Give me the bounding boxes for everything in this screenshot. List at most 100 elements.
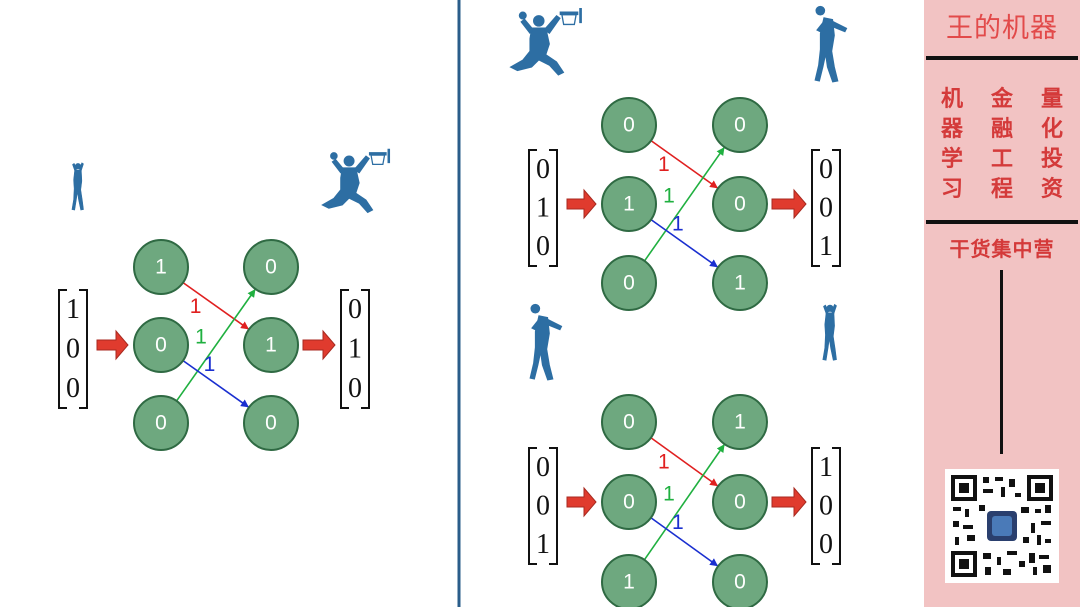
input-node: 0 xyxy=(133,395,189,451)
vector-entry: 0 xyxy=(819,193,833,224)
node-circle xyxy=(133,317,189,373)
node-circle xyxy=(601,176,657,232)
node-label: 1 xyxy=(623,571,635,594)
vector-entry: 1 xyxy=(819,452,833,483)
tag-char: 量 xyxy=(1040,86,1063,112)
tag-char: 机 xyxy=(940,86,963,112)
vector-entry: 0 xyxy=(66,334,80,365)
node-label: 0 xyxy=(734,193,746,216)
sidebar-vertical-line xyxy=(1000,270,1003,454)
node-label: 0 xyxy=(265,256,277,279)
weight-label-red: 1 xyxy=(190,295,202,318)
node-label: 1 xyxy=(623,193,635,216)
weight-edge-blue xyxy=(182,359,249,408)
bracket-right xyxy=(549,149,558,267)
weight-label-red: 1 xyxy=(658,450,670,473)
node-circle xyxy=(601,394,657,450)
node-circle xyxy=(243,317,299,373)
input-node: 0 xyxy=(601,394,657,450)
node-circle xyxy=(243,395,299,451)
bracket-left xyxy=(528,447,537,565)
node-label: 0 xyxy=(734,114,746,137)
vector-entry: 0 xyxy=(819,529,833,560)
output-node: 0 xyxy=(712,554,768,607)
vector-entry: 0 xyxy=(348,373,362,404)
node-label: 0 xyxy=(155,412,167,435)
output-node: 0 xyxy=(712,97,768,153)
output-node: 0 xyxy=(712,474,768,530)
input-node: 0 xyxy=(601,97,657,153)
output-vector: 1 0 0 xyxy=(811,447,841,565)
node-circle xyxy=(243,239,299,295)
node-circle xyxy=(712,394,768,450)
vector-entry: 0 xyxy=(819,491,833,522)
weight-label-red: 1 xyxy=(658,153,670,176)
node-circle xyxy=(133,239,189,295)
weight-label-green: 1 xyxy=(663,185,675,208)
bracket-right xyxy=(549,447,558,565)
output-node: 0 xyxy=(243,239,299,295)
weight-edge-red xyxy=(650,140,719,189)
vector-entry: 0 xyxy=(536,452,550,483)
bracket-right xyxy=(79,289,88,409)
input-vector: 010 xyxy=(528,149,558,267)
input-node: 1 xyxy=(133,239,189,295)
tag-char: 学 xyxy=(940,146,963,172)
player-dunking-icon xyxy=(509,8,583,76)
node-circle xyxy=(712,474,768,530)
weight-label-blue: 1 xyxy=(204,353,216,376)
input-node: 1 xyxy=(601,554,657,607)
bracket-left xyxy=(340,289,349,409)
vector-entry: 0 xyxy=(536,154,550,185)
node-circle xyxy=(601,97,657,153)
output-node: 1 xyxy=(712,255,768,311)
bracket-right xyxy=(832,447,841,565)
qr-code[interactable] xyxy=(945,469,1059,583)
node-circle xyxy=(601,554,657,607)
node-label: 0 xyxy=(623,272,635,295)
output-node: 1 xyxy=(243,317,299,373)
bracket-right xyxy=(832,149,841,267)
arrow-to-input-nodes xyxy=(96,329,129,361)
input-vector: 100 xyxy=(58,289,88,409)
node-circle xyxy=(712,176,768,232)
node-label: 0 xyxy=(265,412,277,435)
output-node: 1 xyxy=(712,394,768,450)
input-vector: 001 xyxy=(528,447,558,565)
weight-edge-red xyxy=(650,437,719,487)
bracket-right xyxy=(361,289,370,409)
player-dunking-icon xyxy=(321,148,391,214)
tag-column-fe: 金 融 工 程 xyxy=(982,84,1022,204)
bracket-left xyxy=(528,149,537,267)
arrow-to-output-vector xyxy=(771,486,807,518)
input-node: 0 xyxy=(601,255,657,311)
output-node: 0 xyxy=(712,176,768,232)
input-node: 1 xyxy=(601,176,657,232)
node-circle xyxy=(712,97,768,153)
weight-label-green: 1 xyxy=(663,483,675,506)
arrow-to-input-nodes xyxy=(566,486,597,518)
weight-edge-green xyxy=(643,147,725,262)
vector-entry: 0 xyxy=(536,231,550,262)
qr-code-icon xyxy=(949,473,1055,579)
tag-char: 工 xyxy=(990,146,1013,172)
node-label: 0 xyxy=(155,334,167,357)
node-label: 0 xyxy=(734,571,746,594)
tag-char: 习 xyxy=(940,176,963,202)
slogan: 干货集中营 xyxy=(949,237,1055,261)
arrow-to-input-nodes xyxy=(566,188,597,220)
sidebar-divider-top xyxy=(926,56,1078,60)
node-label: 1 xyxy=(734,272,746,295)
output-node: 0 xyxy=(243,395,299,451)
arrow-to-output-vector xyxy=(302,329,336,361)
sidebar-divider-middle xyxy=(926,220,1078,224)
tag-column-ml: 机 器 学 习 xyxy=(932,84,972,204)
bracket-left xyxy=(58,289,67,409)
node-circle xyxy=(712,554,768,607)
node-label: 1 xyxy=(155,256,167,279)
vector-entry: 1 xyxy=(348,334,362,365)
weight-edge-blue xyxy=(650,219,719,268)
